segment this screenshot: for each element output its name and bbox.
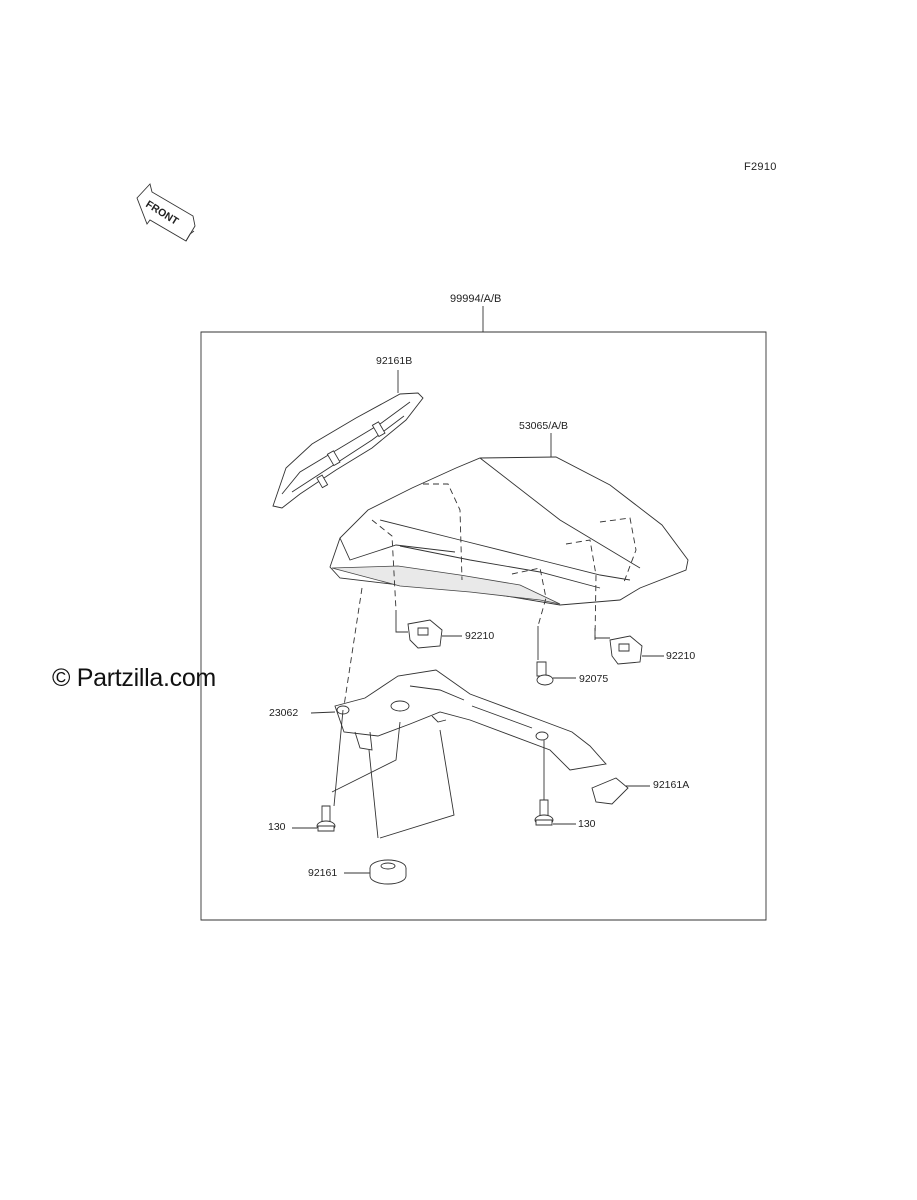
part-label-92161b[interactable]: 92161B — [376, 355, 413, 367]
part-label-92210-right[interactable]: 92210 — [666, 650, 696, 662]
seat-cowl-53065 — [330, 433, 688, 706]
partzilla-watermark: © Partzilla.com — [52, 664, 216, 692]
part-label-92075[interactable]: 92075 — [579, 673, 609, 685]
kit-frame — [201, 332, 766, 920]
damper-92161 — [344, 860, 406, 884]
part-label-23062[interactable]: 23062 — [269, 707, 299, 719]
kit-part-number: 99994/A/B — [450, 293, 502, 305]
damper-92161a — [592, 778, 650, 804]
part-label-92161a[interactable]: 92161A — [653, 779, 690, 791]
part-label-130-right[interactable]: 130 — [578, 818, 596, 830]
screw-92075 — [537, 626, 576, 685]
part-label-130-left[interactable]: 130 — [268, 821, 286, 833]
part-label-92210-left[interactable]: 92210 — [465, 630, 495, 642]
part-label-53065[interactable]: 53065/A/B — [519, 420, 569, 432]
figure-code: F2910 — [744, 161, 777, 173]
front-arrow-icon: FRONT — [137, 184, 195, 241]
bolt-130-right — [535, 800, 576, 825]
bracket-23062 — [311, 670, 606, 838]
clip-nut-92210-right — [595, 628, 664, 664]
clip-nut-92210-left — [396, 610, 462, 648]
bolt-130-left — [292, 806, 335, 831]
seat-cowl-cap-92161b — [273, 370, 423, 508]
part-label-92161[interactable]: 92161 — [308, 867, 338, 879]
